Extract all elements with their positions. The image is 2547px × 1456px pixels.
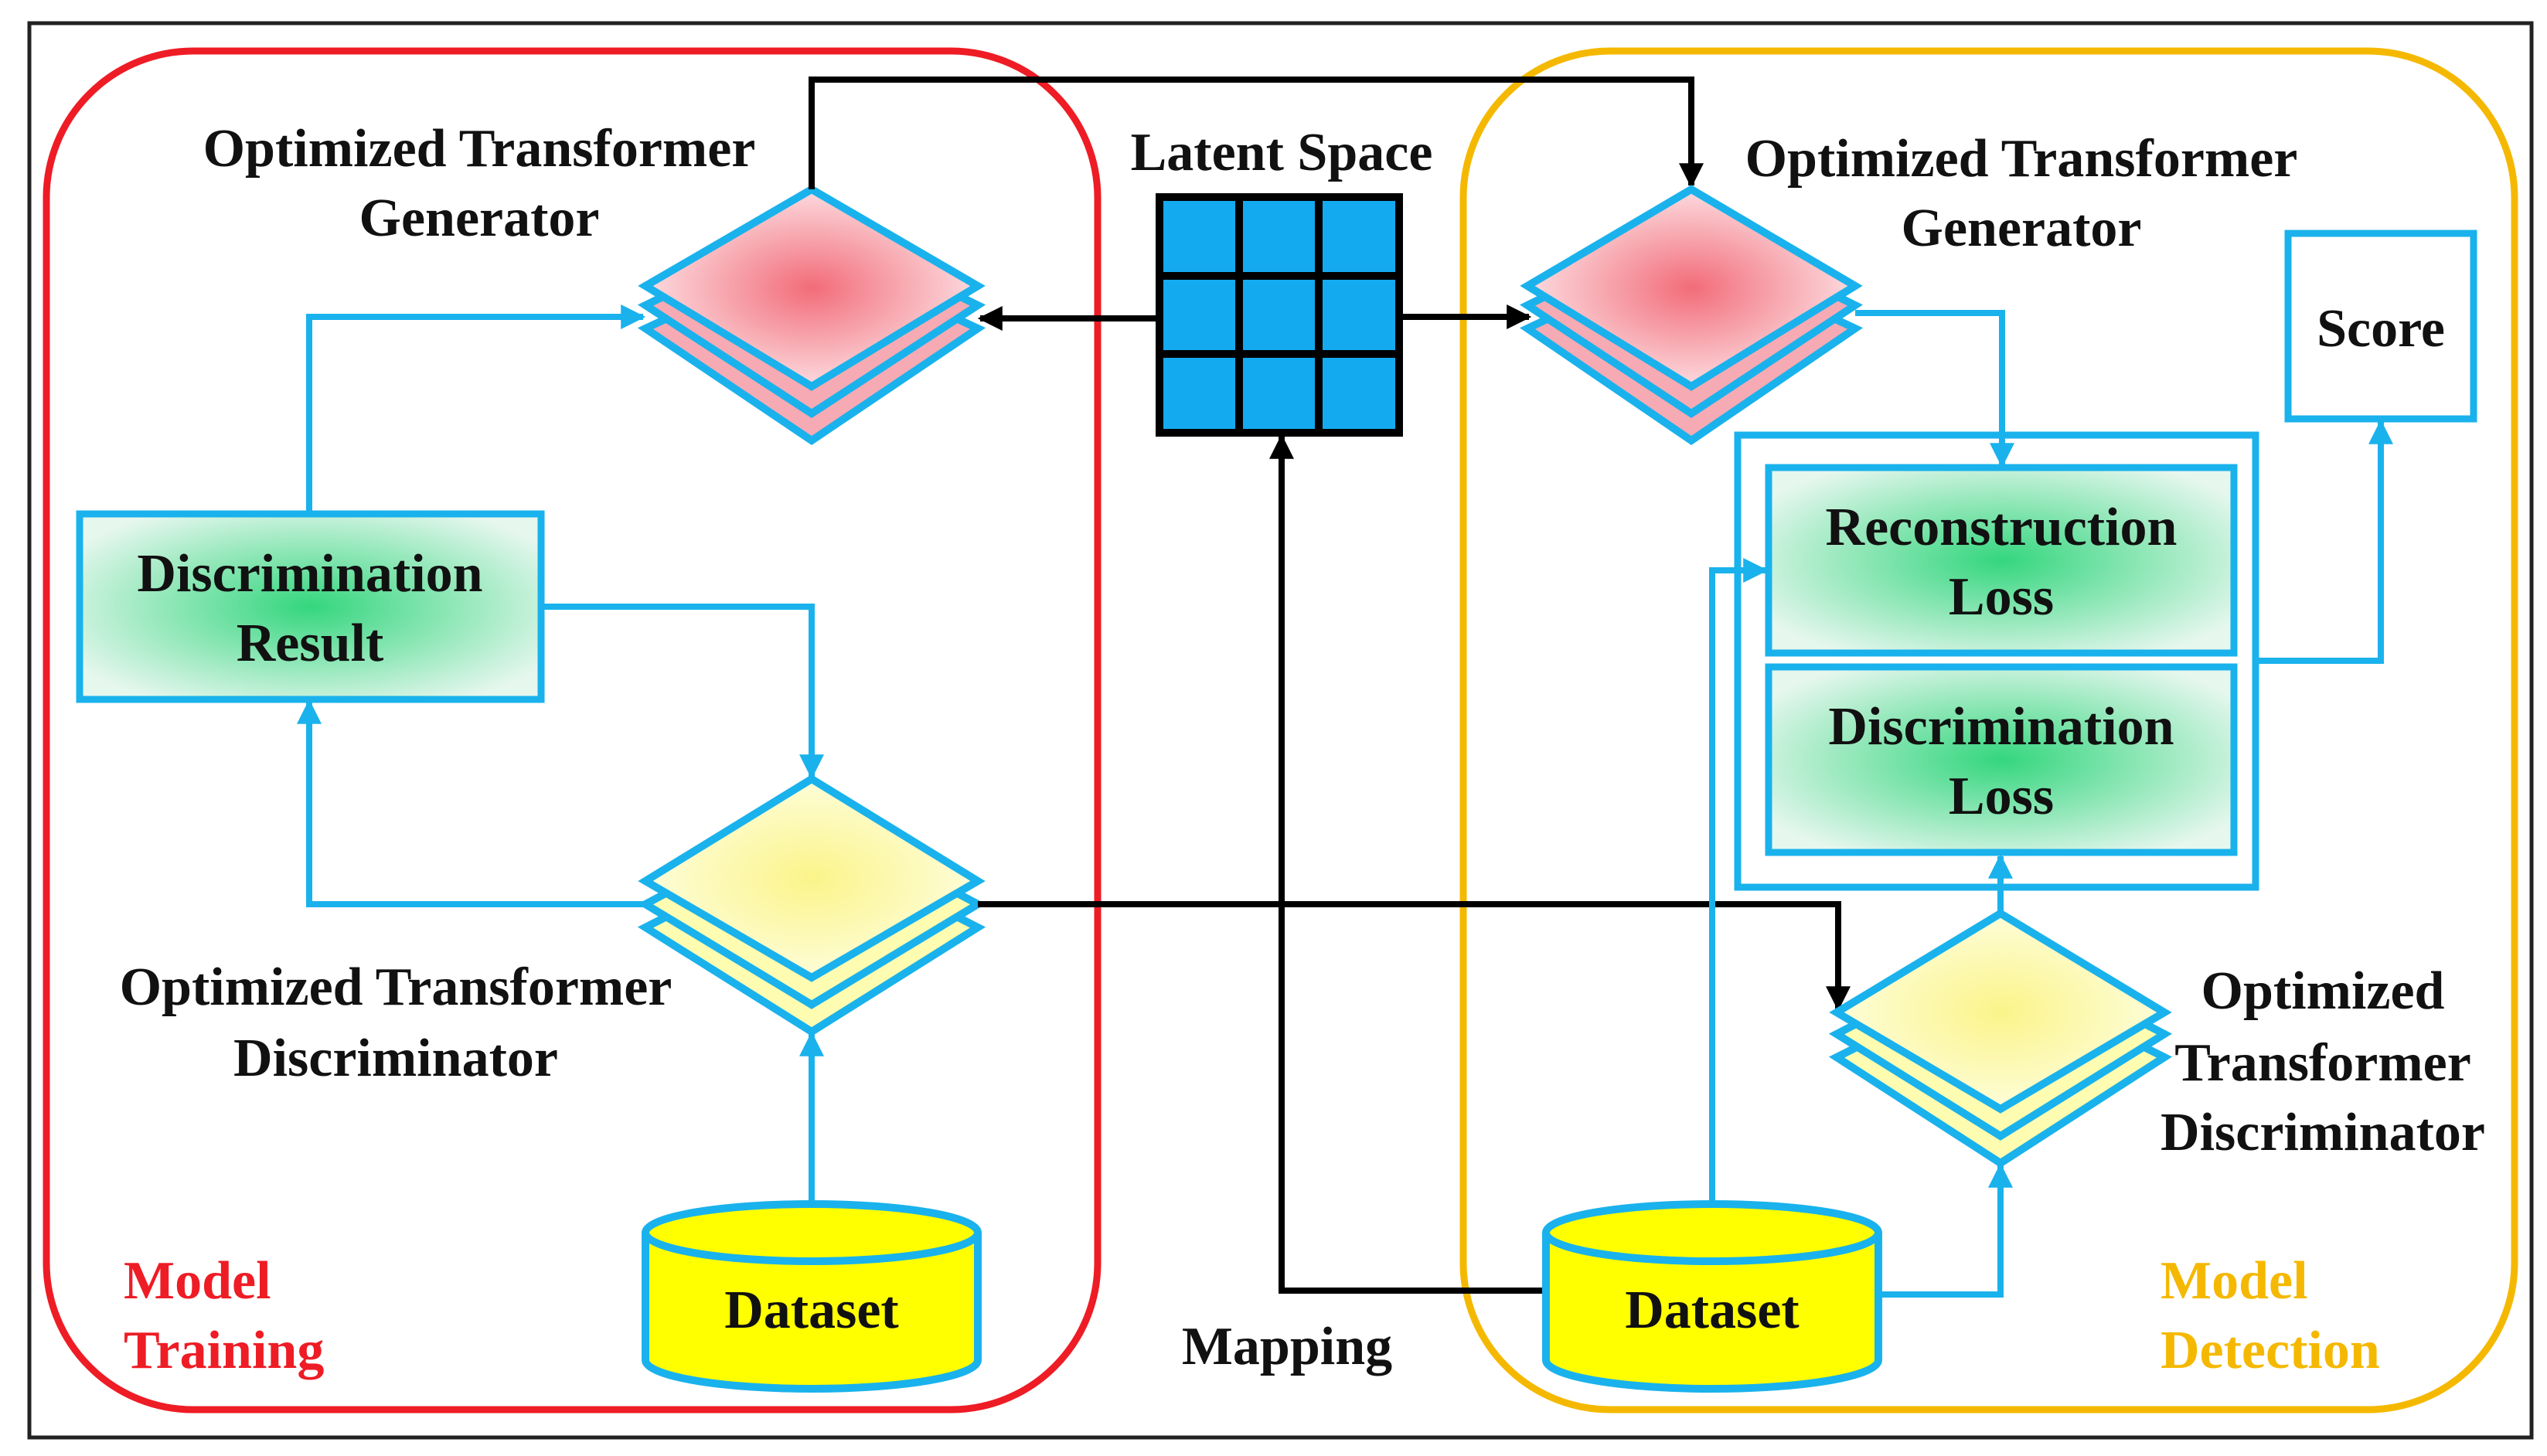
detection-generator-icon <box>1519 185 1864 446</box>
discrimination-loss-box <box>1765 663 2238 856</box>
training-discriminator-label-1: Optimized Transformer <box>120 958 673 1017</box>
detection-discriminator-label-3: Discriminator <box>2161 1103 2485 1162</box>
detection-region-label-2: Detection <box>2161 1321 2380 1380</box>
outer-frame <box>27 21 2534 1440</box>
latent-space-grid <box>1156 193 1403 437</box>
detection-region <box>1459 47 2518 1413</box>
score-label: Score <box>2317 299 2445 359</box>
discrimination-result-line1: Discrimination <box>137 544 482 604</box>
loss-to-score-arrow <box>2256 419 2393 664</box>
generator-transfer-arrow <box>809 77 1704 189</box>
detection-generator-label-1: Optimized Transformer <box>1745 129 2298 189</box>
discrimination-result-line2: Result <box>237 614 384 673</box>
score-box <box>2284 230 2477 423</box>
training-region-label-1: Model <box>124 1251 271 1311</box>
training-discriminator-icon <box>637 774 986 1036</box>
detection-dataset-label: Dataset <box>1625 1281 1799 1340</box>
reconstruction-loss-line2: Loss <box>1949 567 2054 627</box>
detection-discriminator-icon <box>1828 909 2173 1168</box>
discriminator-transfer-arrow <box>978 901 1851 1012</box>
discrimination-loss-line2: Loss <box>1949 767 2054 826</box>
detection-generator-label-2: Generator <box>1902 199 2142 258</box>
latent-space-label: Latent Space <box>1131 123 1433 182</box>
mapping-label: Mapping <box>1182 1317 1392 1376</box>
discrimination-loss-line1: Discrimination <box>1828 697 2174 757</box>
discriminator-to-result-arrow <box>297 699 645 907</box>
result-to-generator-arrow <box>306 304 646 514</box>
training-dataset-cylinder <box>642 1200 982 1393</box>
training-dataset-label: Dataset <box>724 1281 898 1340</box>
training-generator-label-1: Optimized Transformer <box>203 119 756 179</box>
training-generator-icon <box>637 185 986 446</box>
training-region <box>43 47 1102 1413</box>
training-generator-label-2: Generator <box>359 189 600 248</box>
detection-discriminator-label-2: Transformer <box>2174 1033 2471 1093</box>
dataset-to-reconstruction-arrow <box>1709 558 1769 1204</box>
training-discriminator-label-2: Discriminator <box>233 1029 558 1088</box>
result-to-discriminator-arrow <box>541 604 824 780</box>
reconstruction-loss-line1: Reconstruction <box>1826 498 2178 557</box>
detection-region-label-1: Model <box>2161 1251 2308 1311</box>
dataset-to-detection-discriminator-arrow <box>1878 1162 2013 1298</box>
training-region-label-2: Training <box>124 1321 324 1380</box>
mapping-arrow <box>1269 434 1550 1294</box>
generator-to-reconstruction-arrow <box>1855 310 2014 468</box>
detection-discriminator-label-1: Optimized <box>2201 961 2445 1021</box>
